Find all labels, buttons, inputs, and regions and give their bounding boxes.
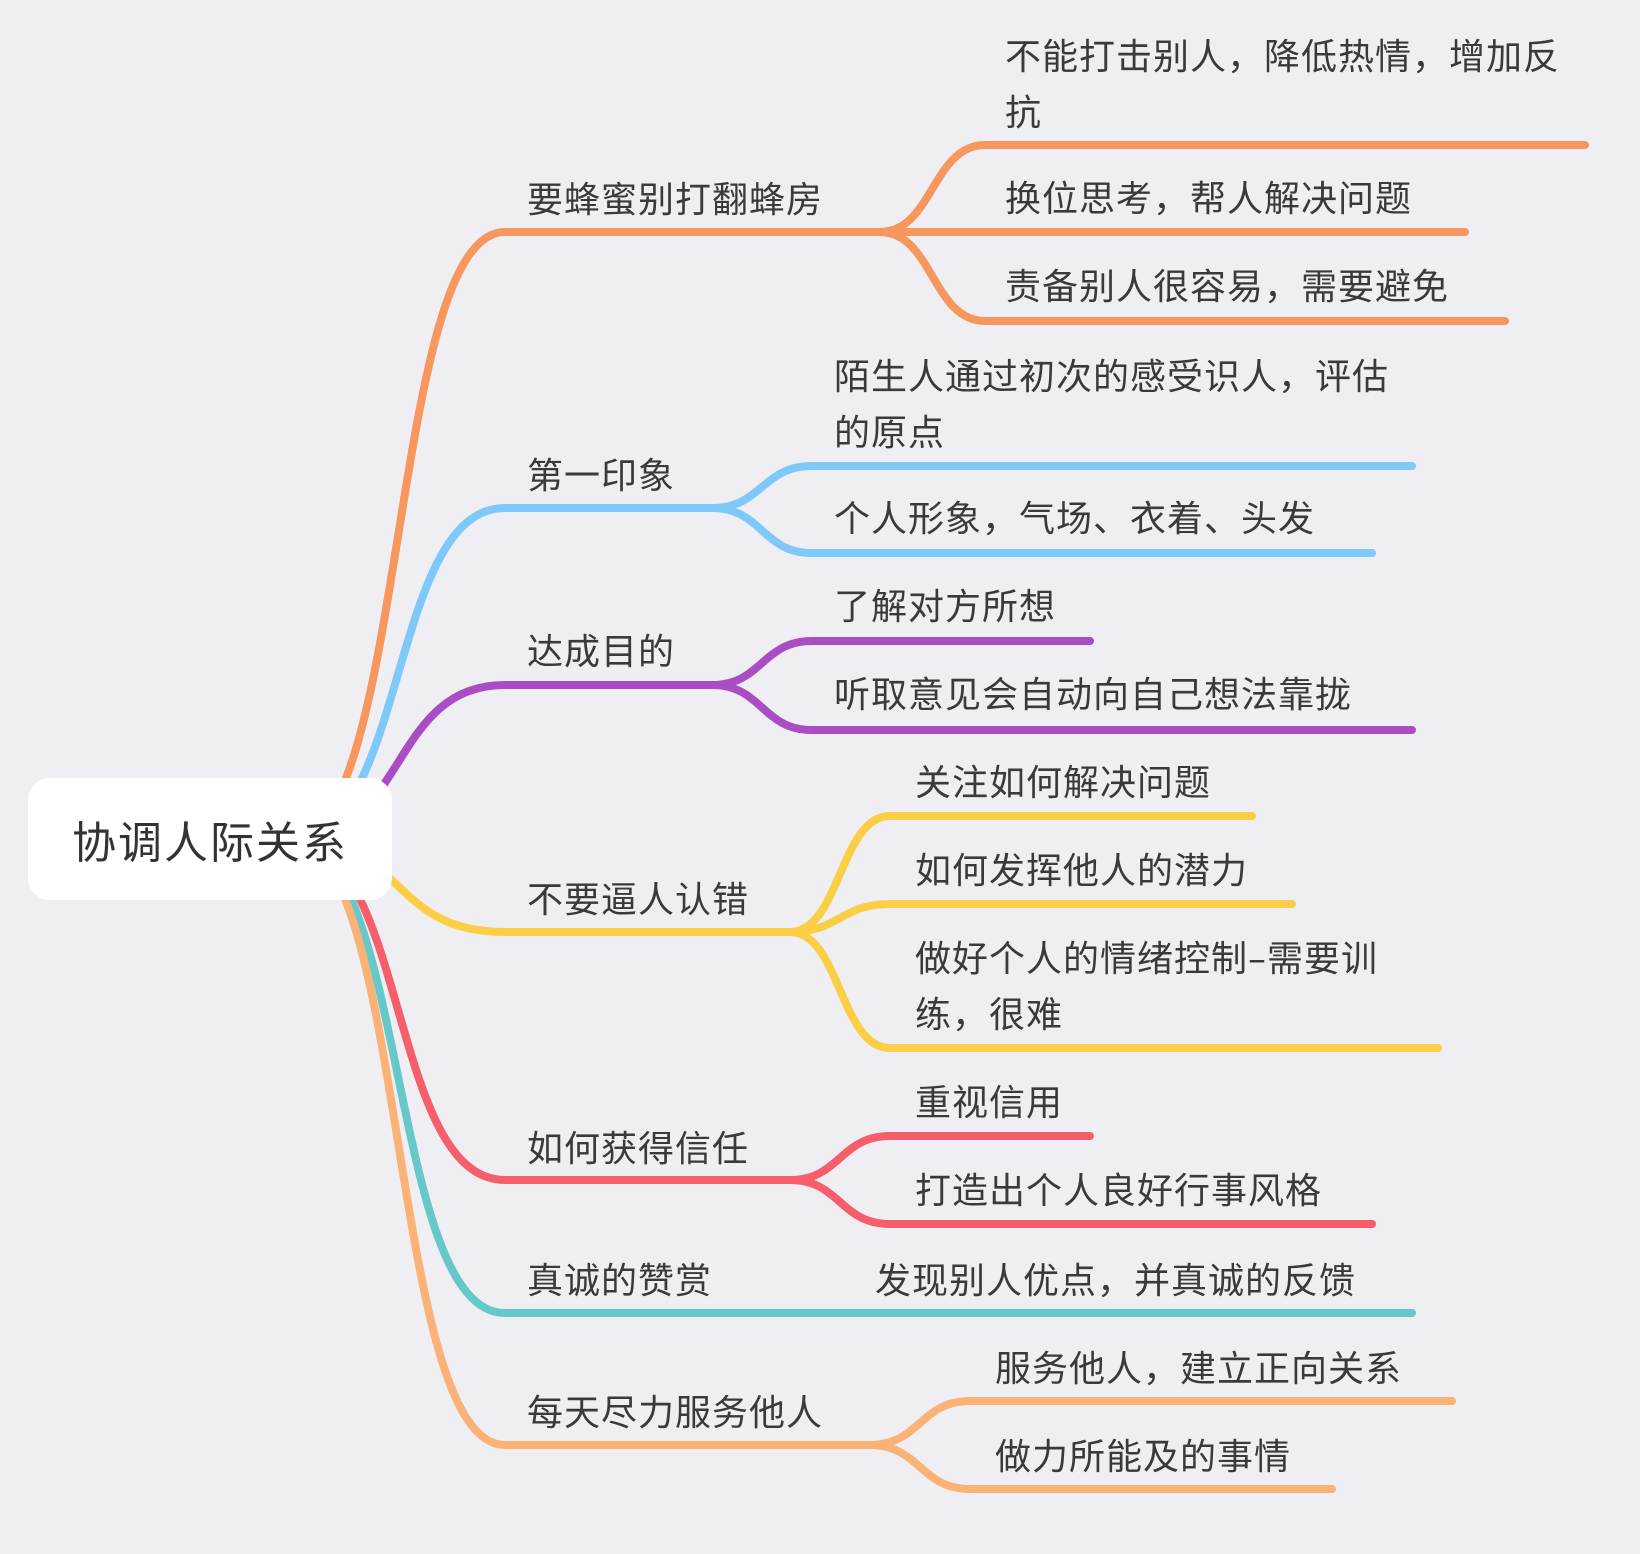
subtopic-connector-5-2 xyxy=(786,1176,1376,1228)
root-topic[interactable]: 协调人际关系 xyxy=(28,778,392,900)
branch-topic-5[interactable]: 如何获得信任 xyxy=(527,1129,750,1170)
subtopic-7-1[interactable]: 服务他人，建立正向关系 xyxy=(995,1349,1403,1390)
subtopic-connector-1-1 xyxy=(876,141,1589,236)
subtopic-1-2[interactable]: 换位思考，帮人解决问题 xyxy=(1005,179,1413,220)
subtopic-6-1[interactable]: 发现别人优点，并真诚的反馈 xyxy=(875,1261,1357,1302)
subtopic-5-2[interactable]: 打造出个人良好行事风格 xyxy=(915,1171,1323,1212)
subtopic-connector-4-3 xyxy=(786,928,1442,1052)
branch-topic-6[interactable]: 真诚的赞赏 xyxy=(527,1261,713,1302)
branch-topic-7[interactable]: 每天尽力服务他人 xyxy=(527,1393,824,1434)
subtopic-5-1[interactable]: 重视信用 xyxy=(915,1083,1064,1124)
subtopic-1-3[interactable]: 责备别人很容易，需要避免 xyxy=(1005,267,1450,308)
subtopic-connector-4-2 xyxy=(786,900,1296,936)
subtopic-7-2[interactable]: 做力所能及的事情 xyxy=(995,1437,1292,1478)
subtopic-3-1[interactable]: 了解对方所想 xyxy=(834,587,1057,628)
subtopic-4-2[interactable]: 如何发挥他人的潜力 xyxy=(915,851,1249,892)
subtopic-3-2[interactable]: 听取意见会自动向自己想法靠拢 xyxy=(834,675,1353,716)
subtopic-connector-2-2 xyxy=(708,504,1376,557)
root-topic-label: 协调人际关系 xyxy=(72,818,348,869)
branch-topic-2[interactable]: 第一印象 xyxy=(527,456,676,497)
subtopic-1-1[interactable]: 不能打击别人，降低热情，增加反抗 xyxy=(1005,37,1561,134)
branch-topic-1[interactable]: 要蜂蜜别打翻蜂房 xyxy=(527,180,824,221)
subtopic-connector-1-3 xyxy=(876,228,1509,325)
subtopic-4-1[interactable]: 关注如何解决问题 xyxy=(915,763,1212,804)
subtopic-2-1[interactable]: 陌生人通过初次的感受识人，评估的原点 xyxy=(834,357,1390,454)
subtopic-4-3[interactable]: 做好个人的情绪控制–需要训练，很难 xyxy=(915,939,1379,1036)
branch-topic-4[interactable]: 不要逼人认错 xyxy=(527,880,750,921)
subtopic-connector-3-2 xyxy=(708,681,1416,734)
subtopic-2-2[interactable]: 个人形象，气场、衣着、头发 xyxy=(834,499,1316,540)
subtopic-connector-4-1 xyxy=(786,812,1256,936)
subtopic-connector-7-2 xyxy=(866,1441,1336,1493)
branch-topic-3[interactable]: 达成目的 xyxy=(527,632,676,673)
